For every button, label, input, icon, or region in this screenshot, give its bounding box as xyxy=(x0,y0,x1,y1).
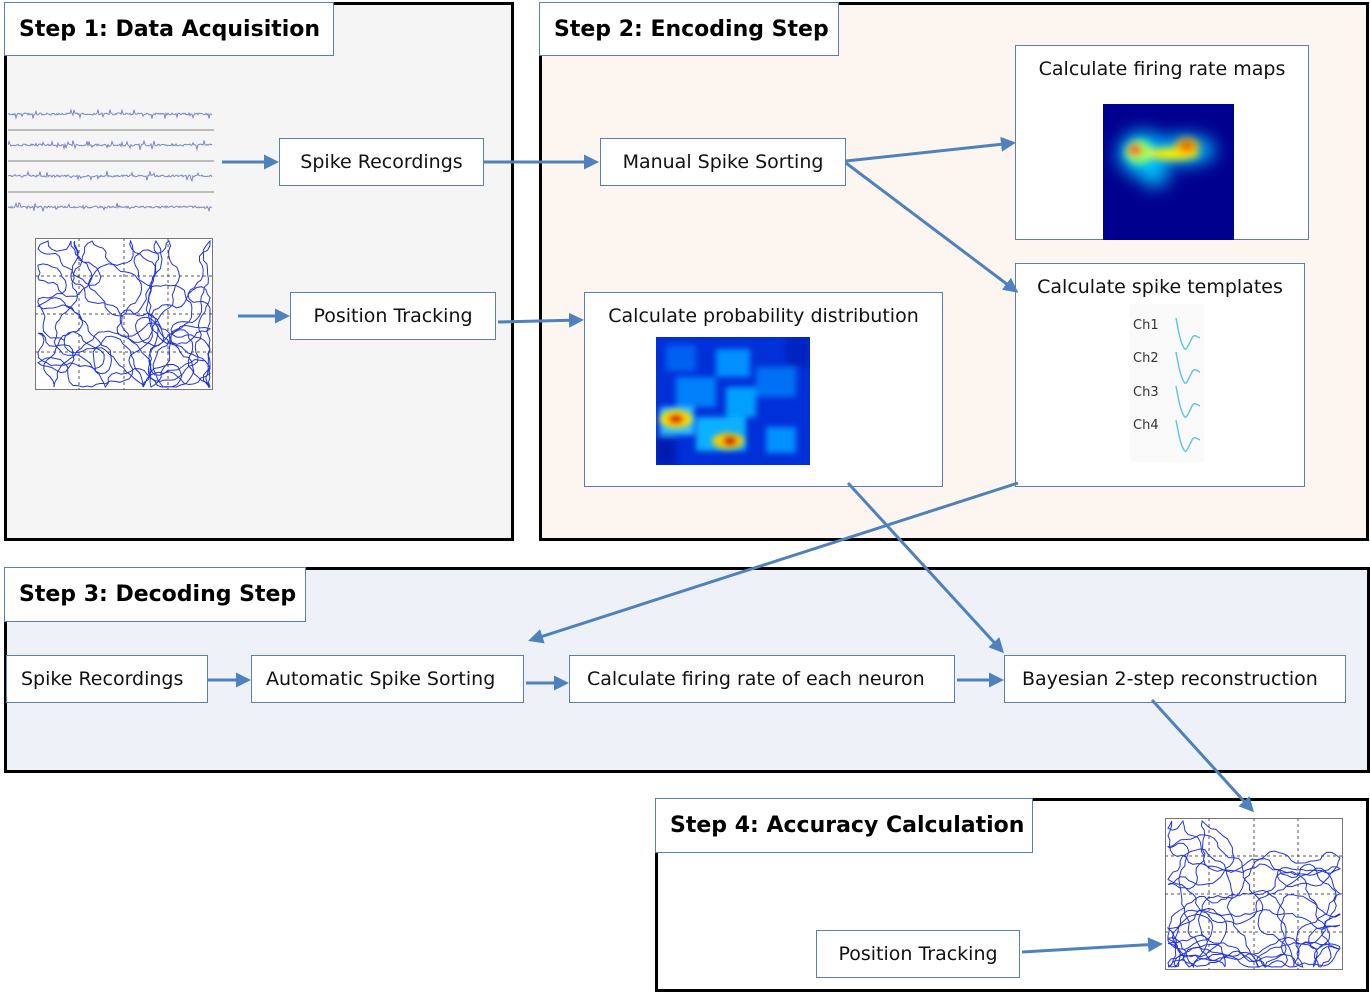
spike-waveform xyxy=(1175,419,1201,452)
channel-label-2: Ch2 xyxy=(1133,351,1159,366)
channel-label-4: Ch4 xyxy=(1133,418,1159,433)
firing-rate-each-neuron-box: Calculate firing rate of each neuron xyxy=(569,655,955,703)
automatic-spike-sorting-box: Automatic Spike Sorting xyxy=(251,655,524,703)
spike-waveform xyxy=(1175,351,1201,384)
bayesian-reconstruction-box: Bayesian 2-step reconstruction xyxy=(1004,655,1346,703)
step3-title: Step 3: Decoding Step xyxy=(4,567,306,622)
trajectory-plot-step4 xyxy=(1165,818,1343,970)
arrow-manual-sorting-to-templates xyxy=(845,161,1019,293)
manual-spike-sorting-box: Manual Spike Sorting xyxy=(600,138,846,186)
step1-title: Step 1: Data Acquisition xyxy=(4,2,334,56)
decoding-spike-recordings-box: Spike Recordings xyxy=(6,655,208,703)
accuracy-position-tracking-box: Position Tracking xyxy=(816,930,1020,978)
spike-recordings-box: Spike Recordings xyxy=(279,138,484,186)
arrow-templates-to-automatic-sorting xyxy=(528,481,1019,644)
arrow-manual-sorting-to-firing-maps xyxy=(845,136,1016,163)
spike-trace xyxy=(8,108,213,120)
arrow-probability-to-bayesian xyxy=(846,481,1005,654)
arrow-position-tracking-to-probability xyxy=(497,312,584,328)
channel-label-1: Ch1 xyxy=(1133,318,1159,333)
spike-trace xyxy=(8,139,213,152)
probability-distribution-label: Calculate probability distribution xyxy=(608,305,919,327)
trajectory-plot-step1 xyxy=(35,238,213,390)
step4-title: Step 4: Accuracy Calculation xyxy=(655,798,1033,853)
spike-templates-waveforms xyxy=(1130,304,1204,462)
arrow-position-tracking-to-trajectory xyxy=(1021,937,1163,954)
channel-label-3: Ch3 xyxy=(1133,385,1159,400)
position-tracking-box: Position Tracking xyxy=(290,292,496,340)
spike-trace xyxy=(8,170,213,183)
spike-waveform xyxy=(1175,317,1201,350)
firing-rate-map-heatmap xyxy=(1103,104,1234,240)
spike-waveform xyxy=(1175,385,1201,418)
spike-templates-label: Calculate spike templates xyxy=(1037,276,1283,298)
firing-rate-maps-label: Calculate firing rate maps xyxy=(1038,58,1286,80)
probability-distribution-heatmap xyxy=(656,337,810,465)
spike-recordings-traces xyxy=(8,108,214,213)
spike-trace xyxy=(8,201,212,213)
arrow-bayesian-to-trajectory xyxy=(1150,698,1255,813)
step2-title: Step 2: Encoding Step xyxy=(539,2,839,56)
